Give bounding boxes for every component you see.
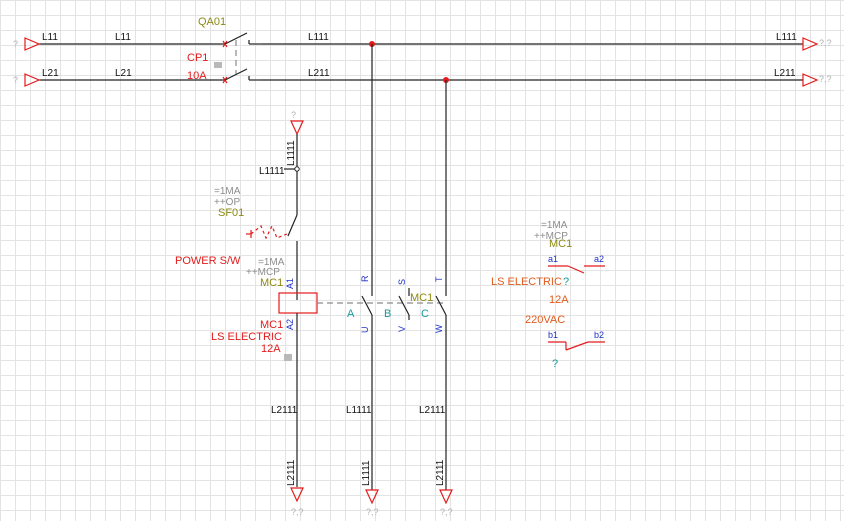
aux-pin-b2: b2: [594, 330, 604, 340]
wire-label-l2111-vertical-power: L2111: [435, 459, 446, 486]
aux-pin-a2: a2: [594, 254, 604, 264]
coil-pin-a1: A1: [285, 278, 295, 289]
breaker-qa01-tag: QA01: [198, 16, 226, 28]
offpage-arrow-bottom-w[interactable]: [439, 489, 453, 505]
breaker-note-icon: [214, 62, 222, 68]
phase-label-c: C: [421, 308, 429, 320]
pushbutton-sf01[interactable]: [246, 214, 298, 300]
contact-pin-t: T: [434, 276, 444, 282]
offpage-arrow-right-l211[interactable]: [802, 73, 819, 87]
aux-pin-b1: b1: [548, 330, 558, 340]
wire-label-l2111-vertical-control: L2111: [286, 459, 297, 486]
wire-label-l1111-terminal: L1111: [259, 166, 285, 177]
breaker-qa01-contact[interactable]: [222, 32, 262, 48]
phase-label-a: A: [347, 308, 355, 320]
offpage-arrow-top-control[interactable]: [290, 120, 304, 136]
contact-pin-u: U: [360, 327, 370, 334]
contact-pin-v: V: [397, 326, 407, 332]
contactor-coil-mc1[interactable]: [278, 292, 318, 314]
main-contact-s-v[interactable]: [398, 288, 410, 320]
power-switch-label: POWER S/W: [175, 255, 241, 267]
wire-label-l1111-vertical-power: L1111: [361, 460, 372, 486]
wire-label-l211-mid: L211: [308, 68, 330, 79]
mc1-tag-below: MC1: [260, 319, 283, 331]
offpage-ref-bottom-control: ?,?: [291, 507, 304, 517]
wire-label-l2111-power: L2111: [419, 405, 446, 416]
aux-contact-no[interactable]: [548, 265, 605, 274]
contact-pin-r: R: [360, 275, 370, 282]
offpage-ref-right-l111: ?,?: [819, 38, 832, 48]
breaker-cp1-rating: 10A: [187, 70, 207, 82]
wire-label-l211-right: L211: [774, 68, 796, 79]
offpage-ref-right-l211: ?,?: [819, 74, 832, 84]
aux-function: =1MA: [541, 220, 568, 231]
wire-label-l21-mid: L21: [115, 68, 132, 79]
wire-label-l1111-power: L1111: [346, 405, 372, 416]
mc1-tag: MC1: [260, 277, 283, 289]
aux-location: ++MCP: [534, 231, 568, 242]
mc1-location: ++MCP: [246, 267, 280, 278]
contacts-tag-mc1: MC1: [410, 292, 433, 304]
sf01-function: =1MA: [214, 186, 241, 197]
offpage-arrow-left-l21[interactable]: [24, 73, 41, 87]
offpage-arrow-right-l111[interactable]: [802, 37, 819, 51]
aux-voltage: 220VAC: [525, 314, 565, 326]
aux-contact-nc[interactable]: [548, 341, 605, 351]
offpage-ref-bottom-u: ?,?: [366, 507, 379, 517]
mc1-rating: 12A: [261, 343, 281, 355]
aux-maker-unknown: ?: [563, 276, 569, 288]
sf01-tag: SF01: [218, 207, 244, 219]
wire-label-l111-mid: L111: [308, 32, 329, 43]
main-contact-t-w[interactable]: [435, 295, 447, 318]
offpage-arrow-bottom-control[interactable]: [290, 487, 304, 503]
wire-label-l111-right: L111: [776, 32, 797, 43]
mc1-maker: LS ELECTRIC: [211, 331, 282, 343]
breaker-cp1-contact[interactable]: [222, 68, 262, 84]
offpage-ref-bottom-w: ?,?: [440, 507, 453, 517]
mc1-function: =1MA: [258, 257, 285, 268]
wire-label-l1111-vertical-top: L1111: [286, 140, 297, 166]
sf01-location: ++OP: [214, 197, 240, 208]
offpage-arrow-left-l11[interactable]: [24, 37, 41, 51]
wire-label-l11-mid: L11: [115, 32, 131, 43]
aux-unknown: ?: [552, 358, 558, 370]
wire-label-l21-left: L21: [42, 68, 59, 79]
main-contact-r-u[interactable]: [361, 295, 373, 318]
offpage-ref-left-l11: ?: [13, 39, 18, 49]
offpage-ref-left-l21: ?: [13, 75, 18, 85]
coil-note-icon: [284, 354, 292, 361]
contact-pin-w: W: [434, 324, 444, 333]
phase-label-b: B: [384, 308, 391, 320]
wire-label-l11-left: L11: [42, 32, 58, 43]
offpage-arrow-bottom-u[interactable]: [365, 489, 379, 505]
aux-maker: LS ELECTRIC: [491, 276, 562, 288]
aux-tag: MC1: [549, 238, 572, 250]
aux-rating: 12A: [549, 294, 569, 306]
breaker-cp1-tag: CP1: [187, 52, 208, 64]
terminal-l1111: [294, 166, 300, 172]
coil-pin-a2: A2: [285, 319, 295, 330]
aux-pin-a1: a1: [548, 254, 558, 264]
offpage-ref-top-control: ?: [291, 110, 296, 120]
wire-label-l2111-control: L2111: [271, 405, 298, 416]
contact-pin-s: S: [397, 279, 407, 285]
